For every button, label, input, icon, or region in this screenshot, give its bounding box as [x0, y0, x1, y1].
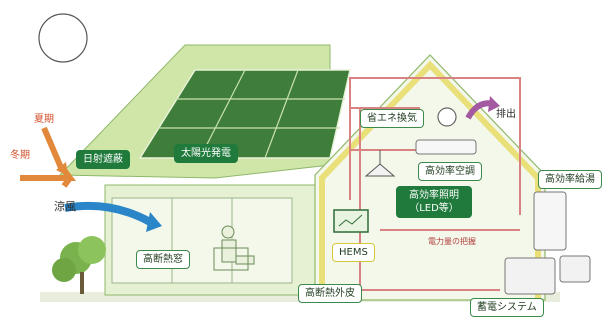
tree-icon — [52, 236, 106, 294]
envelope-label: 高断熱外皮 — [298, 284, 362, 303]
hvac-label: 高効率空調 — [418, 162, 482, 181]
solar-power-label: 太陽光発電 — [174, 144, 238, 163]
cool-breeze-arrow-icon — [64, 201, 152, 226]
summer-sun-arrow-icon — [41, 126, 65, 172]
hems-label: HEMS — [332, 243, 375, 262]
exhaust-label: 排出 — [496, 109, 516, 120]
water-heater-label: 高効率給湯 — [538, 170, 602, 189]
lighting-label-line1: 高効率照明 — [409, 190, 459, 201]
hems-monitor-icon — [333, 209, 369, 233]
summer-label: 夏期 — [34, 114, 54, 125]
air-conditioner-icon — [415, 139, 477, 155]
sun-shading-label: 日射遮蔽 — [76, 150, 130, 169]
window-frames — [111, 197, 293, 284]
winter-label: 冬期 — [10, 150, 30, 161]
lamp-icon — [364, 150, 396, 177]
sun-icon — [38, 13, 88, 63]
cool-breeze-label: 涼風 — [54, 200, 76, 213]
storage-battery-icon — [504, 257, 556, 295]
storage-battery-2-icon — [559, 255, 591, 283]
ventilation-label: 省エネ換気 — [360, 109, 424, 128]
person-icon — [213, 225, 255, 271]
windows-label: 高断熱窓 — [136, 250, 190, 269]
lighting-label: 高効率照明 （LED等） — [396, 186, 472, 218]
lighting-label-line2: （LED等） — [409, 203, 459, 214]
ventilation-fan-icon — [437, 107, 457, 127]
solar-panel-grid — [158, 69, 345, 159]
water-heater-icon — [533, 191, 567, 251]
power-visualization-label: 電力量の把握 — [428, 237, 476, 246]
storage-label: 蓄電システム — [470, 298, 544, 317]
